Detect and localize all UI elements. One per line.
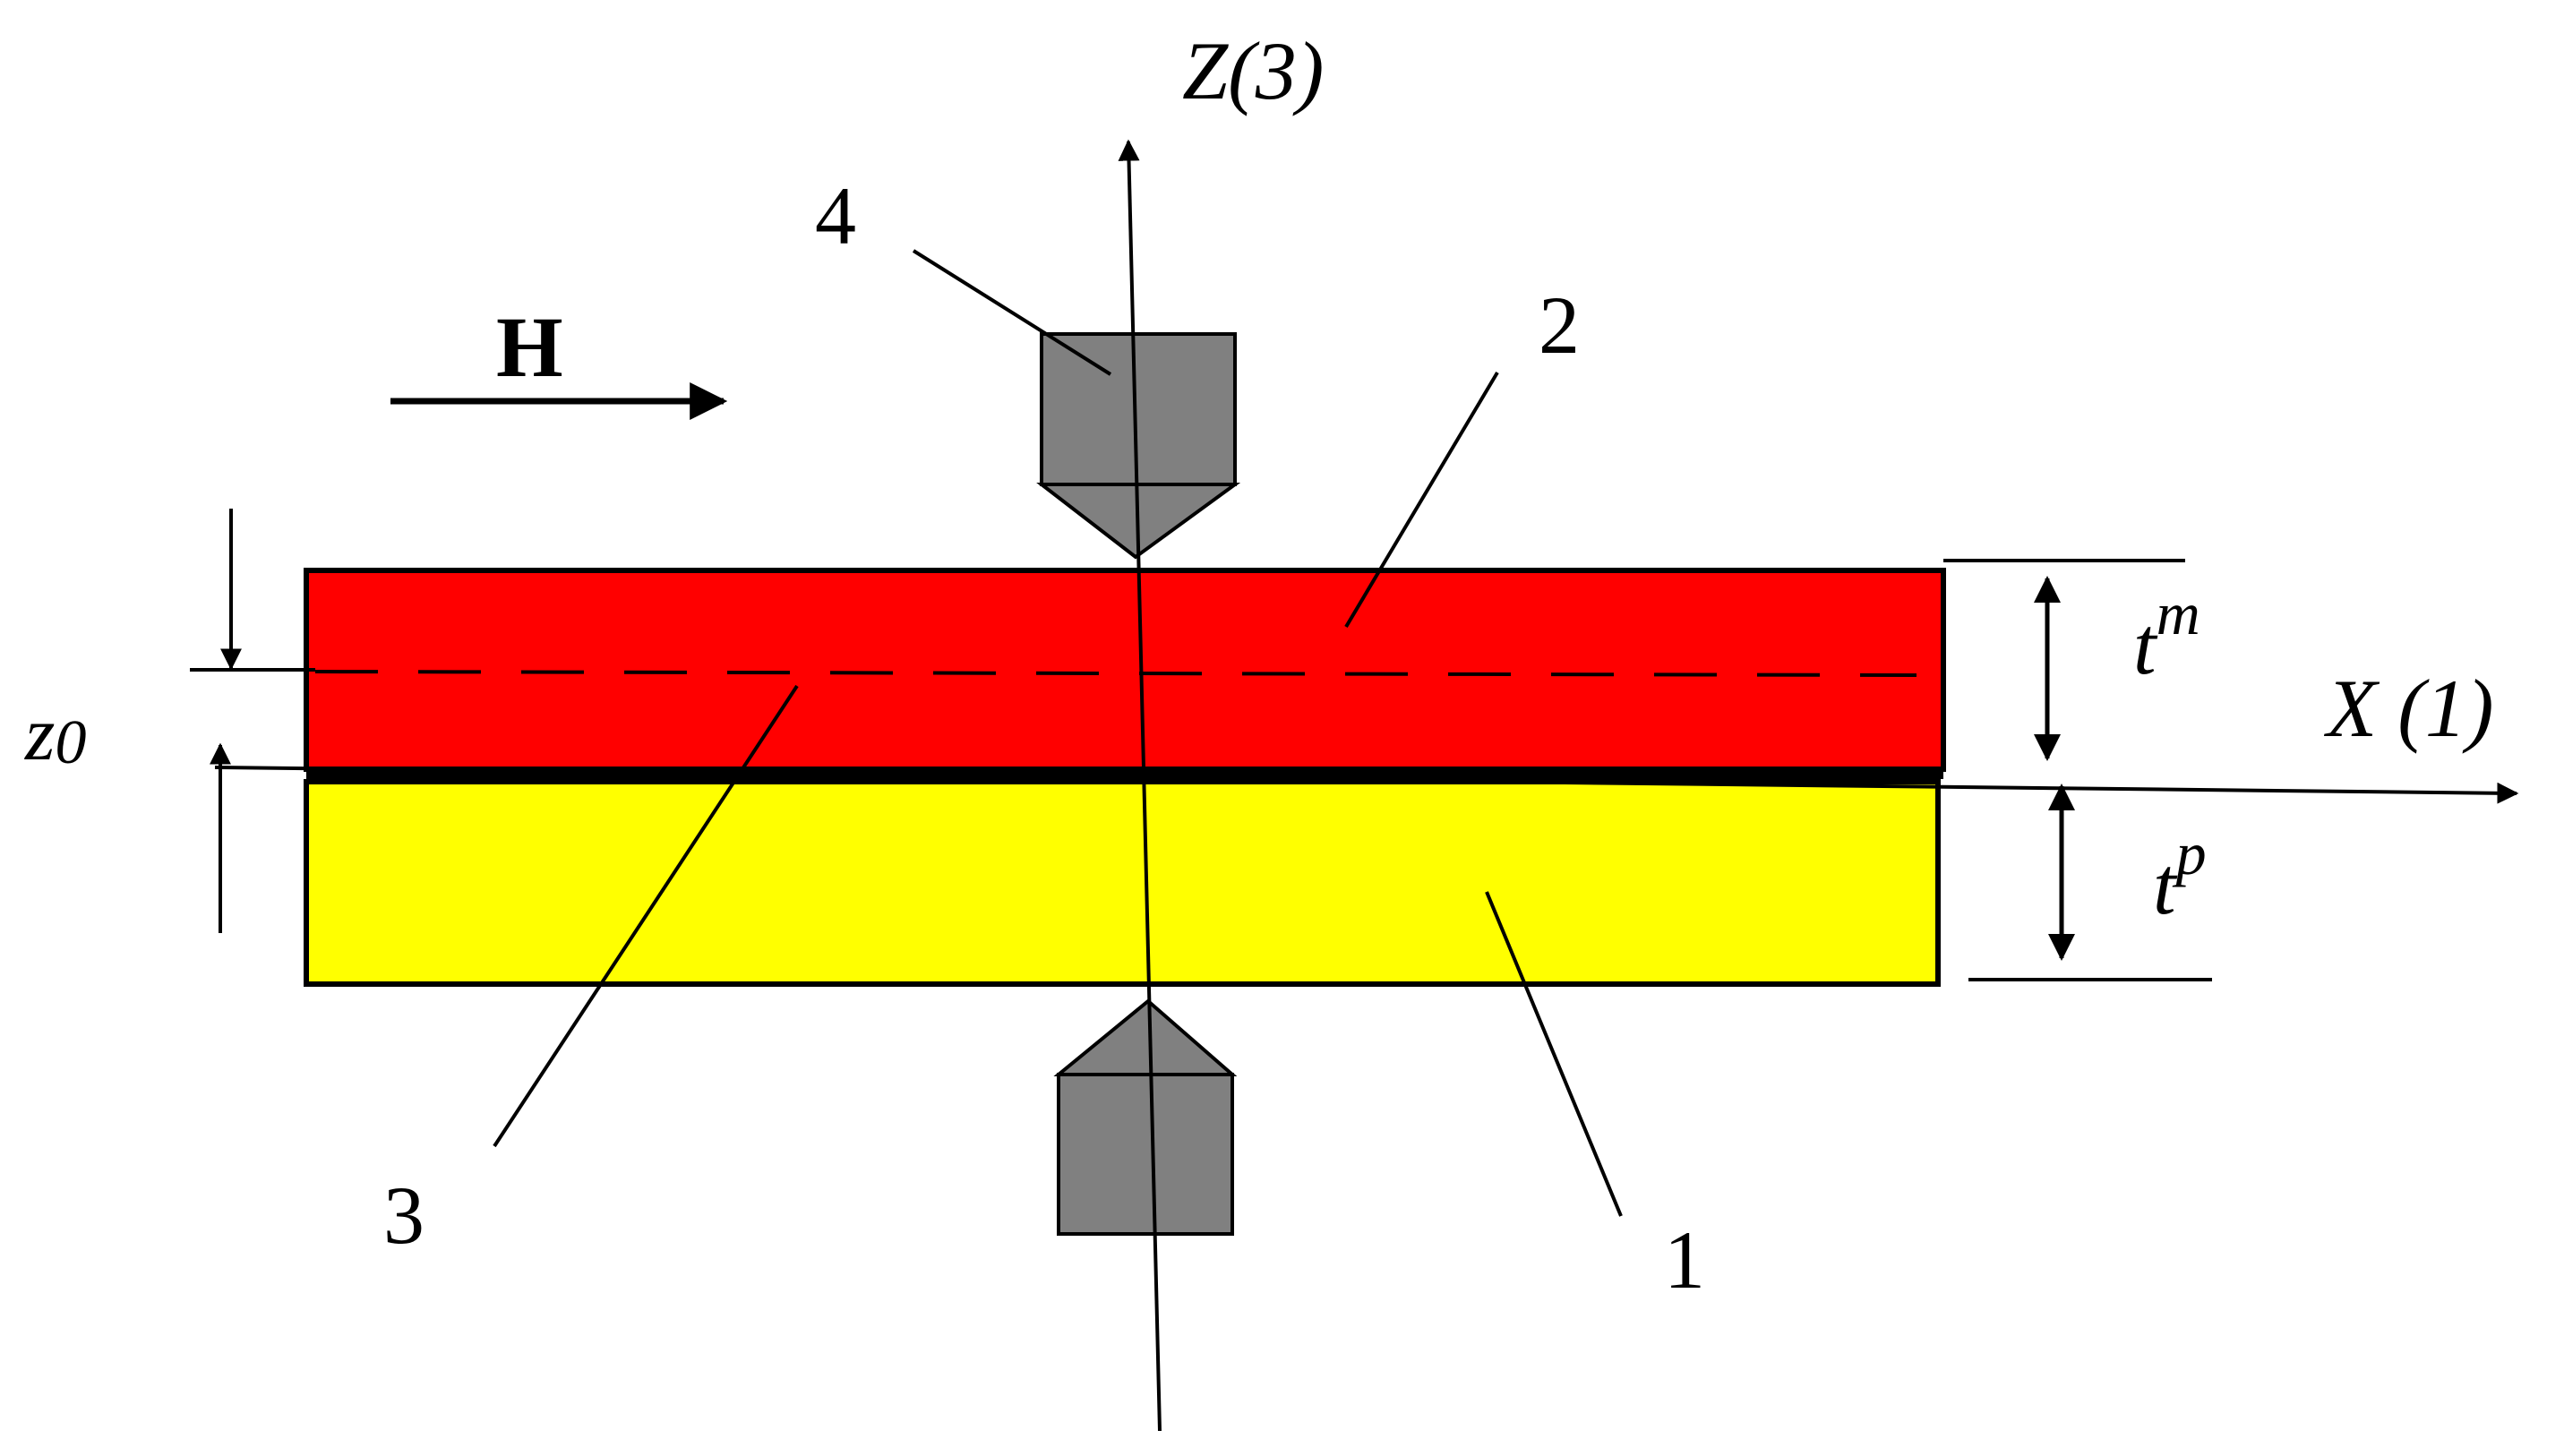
- z0-dimension: [190, 509, 315, 933]
- x-axis-arrow: [214, 766, 2519, 804]
- leader-line-3: [493, 684, 799, 1148]
- label-3: 3: [383, 1169, 424, 1261]
- thickness-dimensions: [1943, 559, 2212, 981]
- label-2: 2: [1539, 279, 1580, 371]
- z-axis-arrow: [1118, 139, 1162, 1432]
- top-electrode: [1036, 332, 1241, 560]
- z-axis-label: Z(3): [1182, 25, 1324, 116]
- magnetostrictive-layer: [304, 568, 1946, 772]
- leader-line-2: [1344, 371, 1499, 629]
- tm-base: t: [2133, 600, 2158, 691]
- z0-label: z0: [24, 690, 86, 777]
- bottom-electrode: [1053, 998, 1238, 1236]
- field-h-label: H: [496, 299, 563, 395]
- tp-base: t: [2153, 840, 2178, 931]
- tm-superscript: m: [2157, 579, 2200, 647]
- x-axis-label: X (1): [2323, 663, 2493, 754]
- tp-label: tp: [2153, 819, 2207, 931]
- leader-line-4: [912, 249, 1112, 376]
- z0-base: z: [24, 690, 55, 776]
- z0-subscript: 0: [55, 708, 86, 777]
- tp-superscript: p: [2173, 819, 2207, 887]
- label-1: 1: [1664, 1214, 1705, 1306]
- leader-line-1: [1485, 891, 1623, 1217]
- tm-label: tm: [2133, 579, 2200, 691]
- label-4: 4: [815, 170, 856, 261]
- neutral-plane-dashed-line: [314, 670, 1917, 677]
- piezoelectric-layer: [304, 779, 1941, 987]
